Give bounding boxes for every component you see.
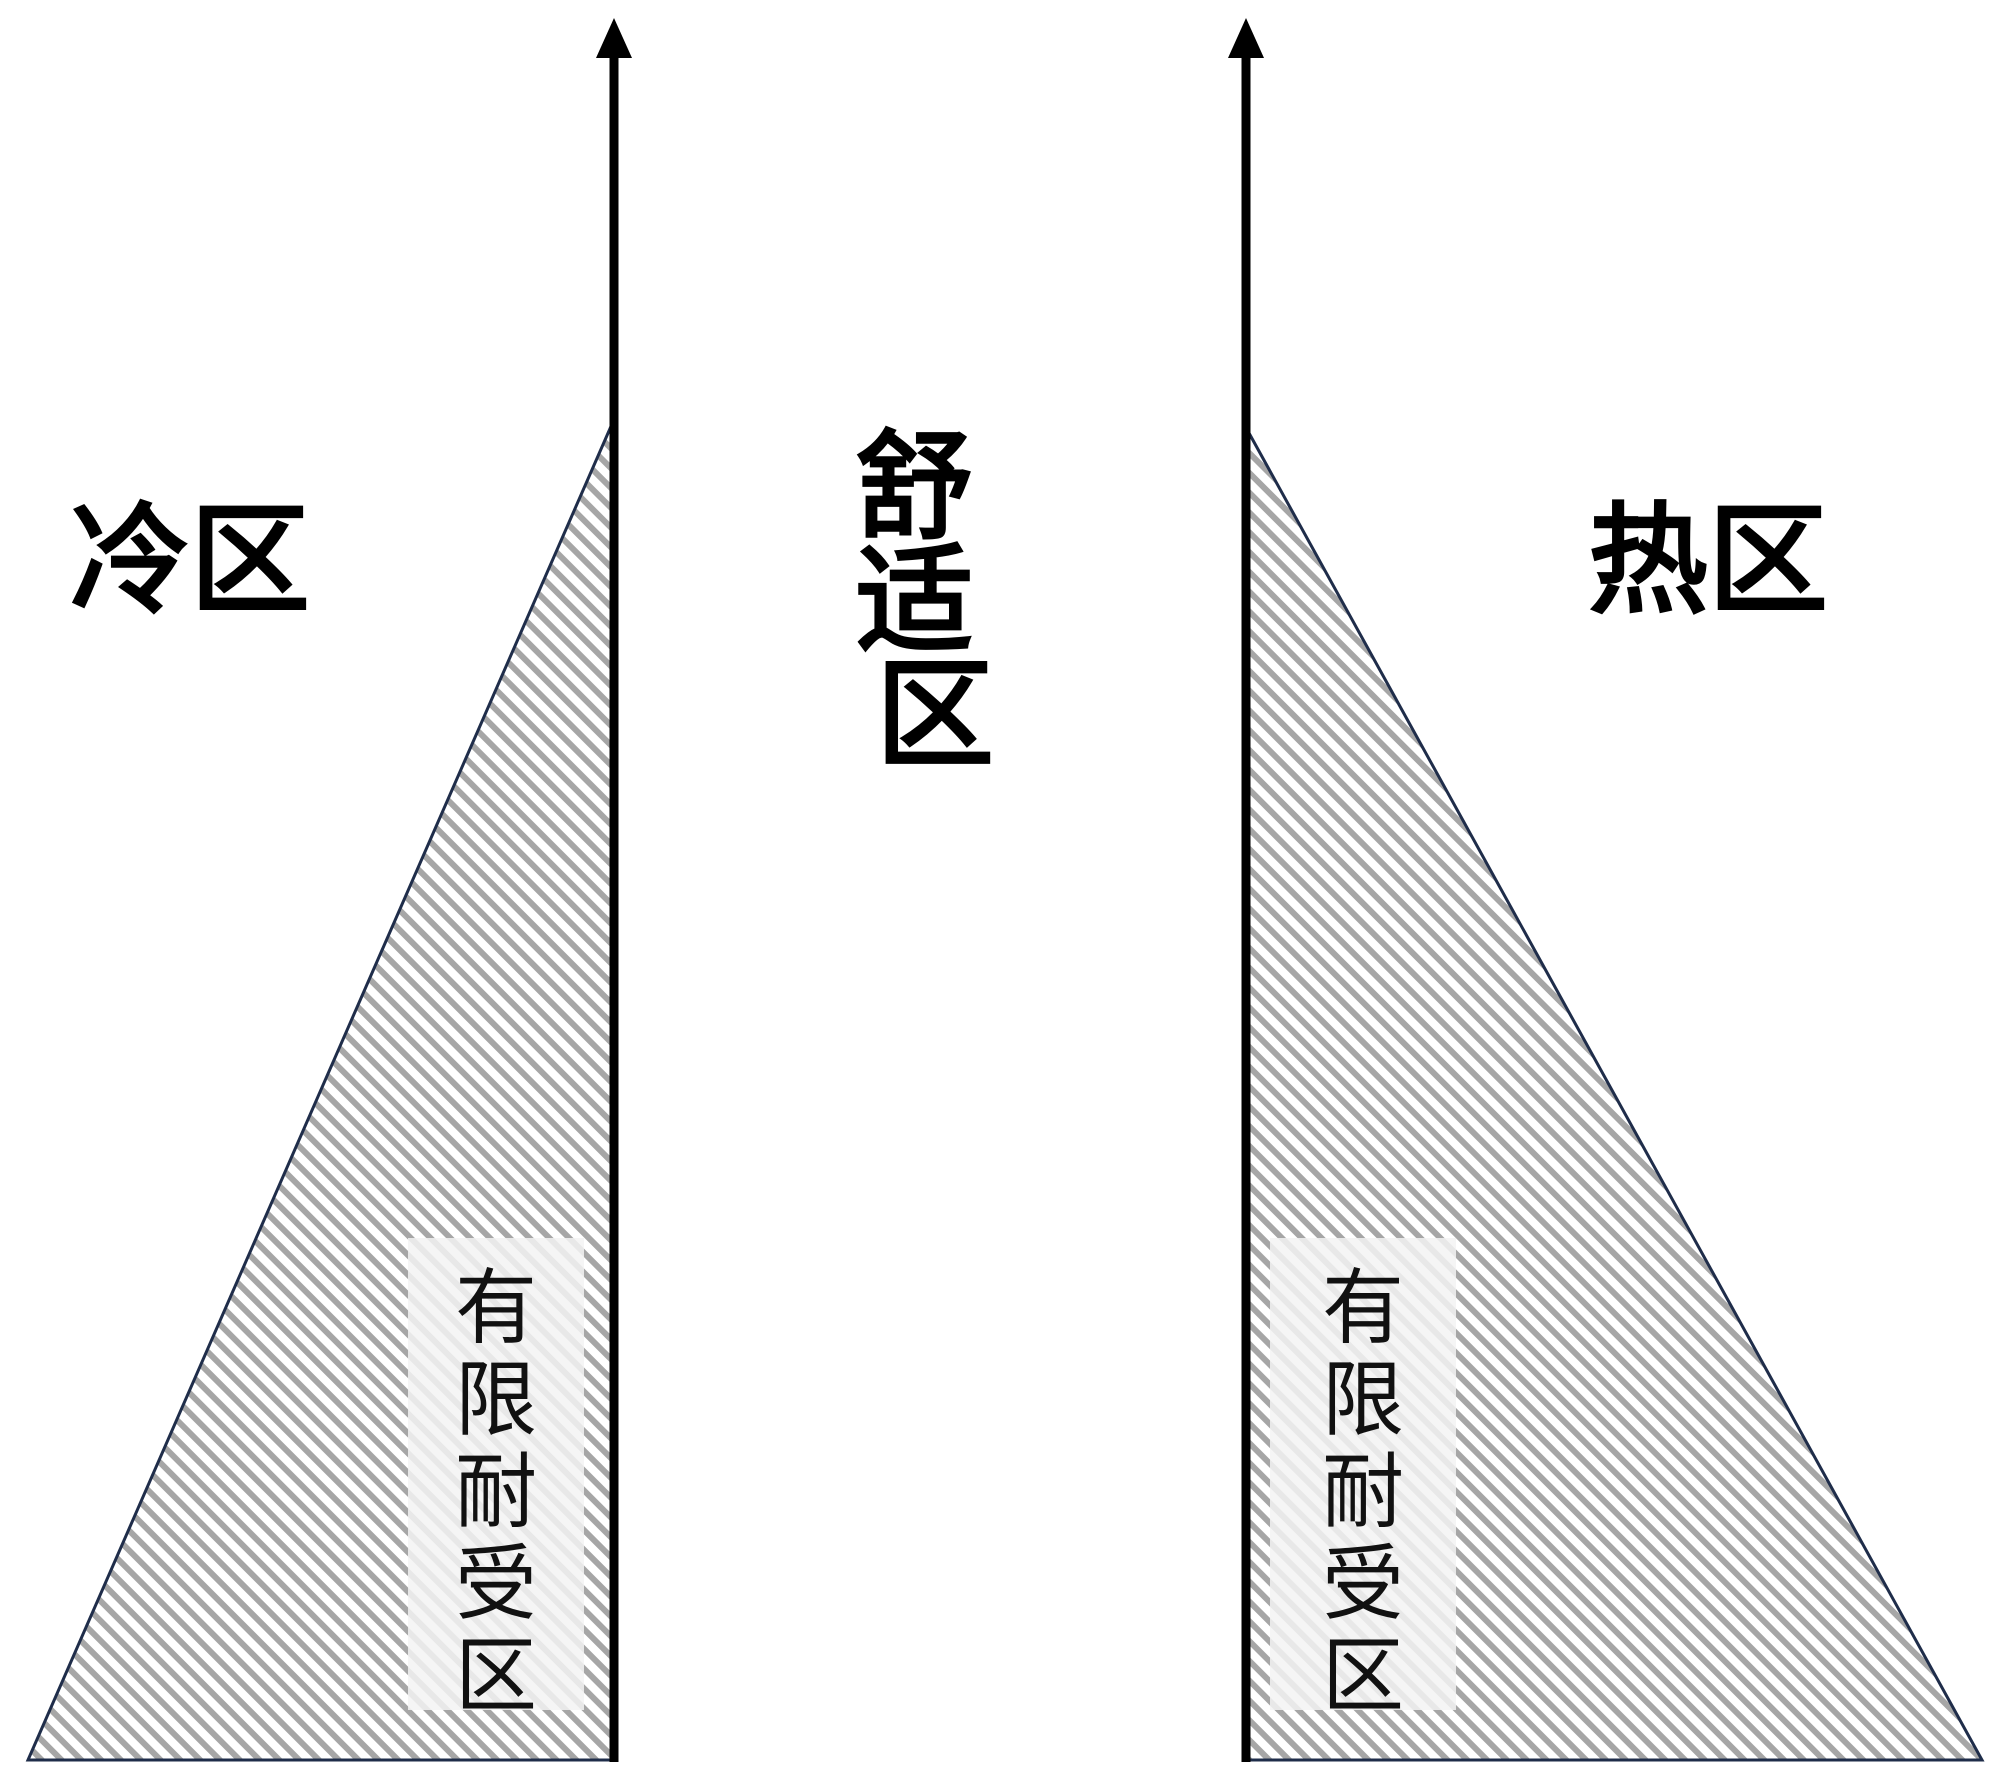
tolerance-label-char: 受 (1322, 1537, 1404, 1632)
left-axis-arrow-icon (596, 18, 632, 58)
comfort-zone-char-1: 舒 (855, 417, 973, 556)
right-tolerance-zone-label: 有限耐受区 (1322, 1261, 1404, 1724)
tolerance-label-char: 限 (1322, 1353, 1404, 1448)
cold-zone-label: 冷区 (70, 490, 310, 631)
tolerance-label-char: 有 (1322, 1261, 1404, 1356)
left-tolerance-label-box (408, 1238, 584, 1710)
tolerance-label-char: 有 (455, 1261, 537, 1356)
tolerance-label-char: 耐 (455, 1445, 537, 1540)
tolerance-label-char: 耐 (1322, 1445, 1404, 1540)
comfort-zone-char-2: 适 (855, 531, 973, 670)
tolerance-label-char: 区 (455, 1629, 537, 1724)
tolerance-label-char: 限 (455, 1353, 537, 1448)
tolerance-label-char: 受 (455, 1537, 537, 1632)
right-axis-arrow-icon (1228, 18, 1264, 58)
tolerance-label-char: 区 (1322, 1629, 1404, 1724)
right-tolerance-label-box (1270, 1238, 1456, 1710)
comfort-zone-char-3: 区 (876, 645, 994, 784)
comfort-zone-label: 舒 适 区 (855, 417, 1014, 784)
hot-zone-label: 热区 (1588, 490, 1828, 631)
left-tolerance-zone-label: 有限耐受区 (455, 1261, 537, 1724)
